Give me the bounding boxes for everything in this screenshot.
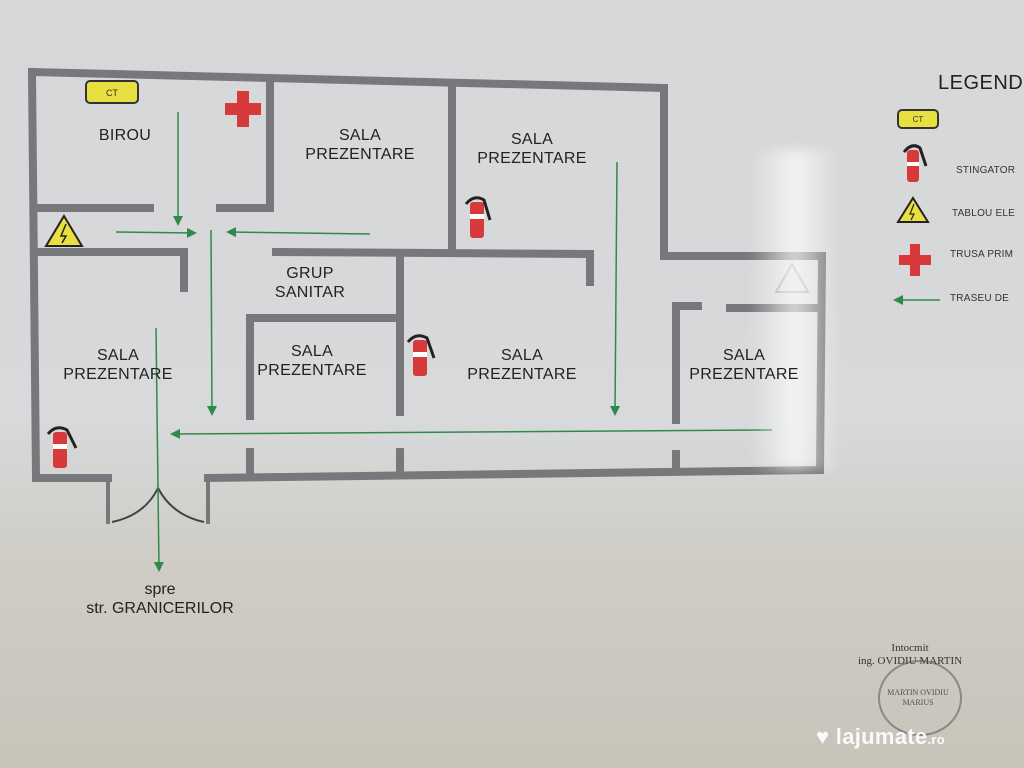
room-label-sala: SALA PREZENTARE	[257, 343, 367, 379]
svg-text:CT: CT	[913, 115, 924, 124]
room-label-sala: SALA PREZENTARE	[467, 347, 577, 383]
exit-line-1: spre	[144, 581, 176, 598]
room-label-sala: SALA PREZENTARE	[63, 347, 173, 383]
exit-direction-label: spre str. GRANICERILOR	[60, 580, 260, 618]
electrical-panel-icon	[44, 214, 84, 247]
legend-label-route: TRASEU DE	[950, 293, 1010, 304]
ct-badge-icon: CT	[85, 80, 139, 104]
watermark-tld: .ro	[927, 732, 945, 747]
photo-glare	[750, 150, 840, 470]
first-aid-icon	[225, 91, 261, 127]
exit-door	[111, 487, 205, 523]
approval-title: Intocmit	[891, 642, 929, 654]
exit-line-2: str. GRANICERILOR	[86, 600, 234, 617]
fire-extinguisher-icon	[464, 196, 492, 238]
legend-label-extinguisher: STINGATOR	[956, 165, 1016, 176]
legend-label-electrical: TABLOU ELE	[952, 208, 1015, 219]
room-label-sala: SALA PREZENTARE	[689, 347, 799, 383]
watermark-name: lajumate	[835, 724, 928, 749]
stamp-text: MARTIN OVIDIU MARIUS	[887, 688, 949, 707]
fire-extinguisher-icon	[46, 426, 78, 468]
official-stamp	[878, 660, 962, 736]
evacuation-routes	[115, 112, 773, 572]
legend-title: LEGEND	[938, 72, 1024, 94]
svg-text:CT: CT	[106, 88, 118, 98]
legend-icons: CT	[893, 109, 940, 305]
room-label-birou: BIROU	[98, 127, 152, 144]
fire-extinguisher-icon	[406, 334, 436, 376]
room-label-grup-sanitar: GRUP SANITAR	[274, 265, 346, 301]
legend-label-first-aid: TRUSA PRIM	[950, 249, 1014, 260]
watermark-logo: ♥ lajumate.ro	[816, 724, 945, 750]
room-label-sala: SALA PREZENTARE	[477, 131, 587, 167]
heart-icon: ♥	[816, 724, 830, 749]
room-label-sala: SALA PREZENTARE	[305, 127, 415, 163]
